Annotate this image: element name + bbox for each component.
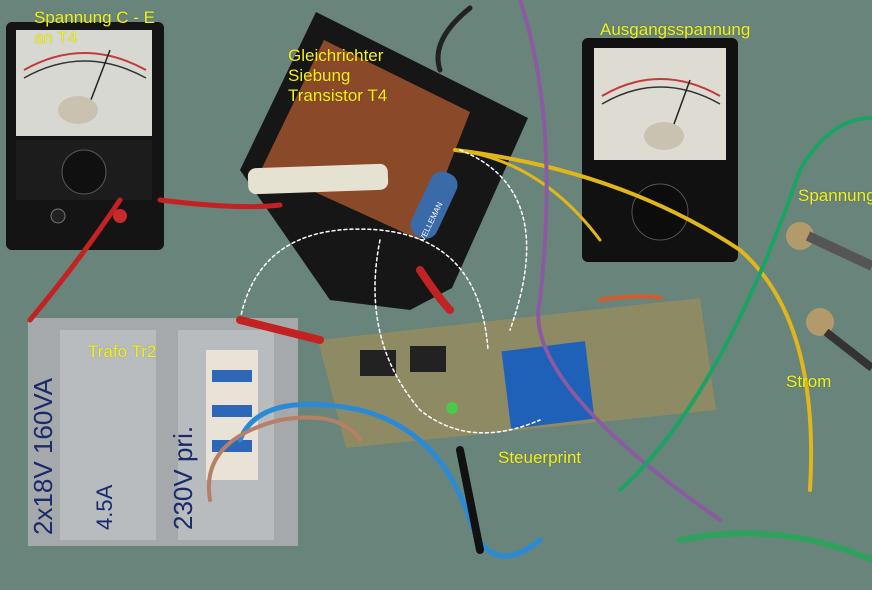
label-rectifier-line2: Siebung [288, 66, 351, 85]
label-rectifier-line3: Transistor T4 [288, 86, 388, 105]
right-multimeter [582, 38, 738, 262]
label-voltage-pot: Spannung [798, 186, 872, 205]
transformer-primary-text: 230V pri. [168, 426, 198, 530]
label-control-board: Steuerprint [498, 448, 582, 467]
transformer-fuse-text: 4.5A [92, 484, 117, 530]
potentiometers [786, 222, 872, 372]
transformer-rating-text: 2x18V 160VA [28, 377, 58, 535]
label-output-voltage: Ausgangsspannung [600, 20, 751, 39]
wires [27, 0, 872, 563]
label-transformer: Trafo Tr2 [88, 342, 157, 361]
label-rectifier-line1: Gleichrichter [288, 46, 384, 65]
control-board [318, 298, 716, 448]
label-left-meter-line2: an T4 [34, 28, 78, 47]
label-current-pot: Strom [786, 372, 832, 391]
label-left-meter-line1: Spannung C - E [34, 8, 155, 27]
label-left-meter: Spannung C - E an T4 [34, 8, 155, 48]
label-rectifier: Gleichrichter Siebung Transistor T4 [288, 46, 387, 106]
transformer [28, 318, 298, 546]
transformer-markings: 2x18V 160VA 4.5A 230V pri. [28, 377, 198, 535]
left-multimeter [6, 22, 164, 250]
